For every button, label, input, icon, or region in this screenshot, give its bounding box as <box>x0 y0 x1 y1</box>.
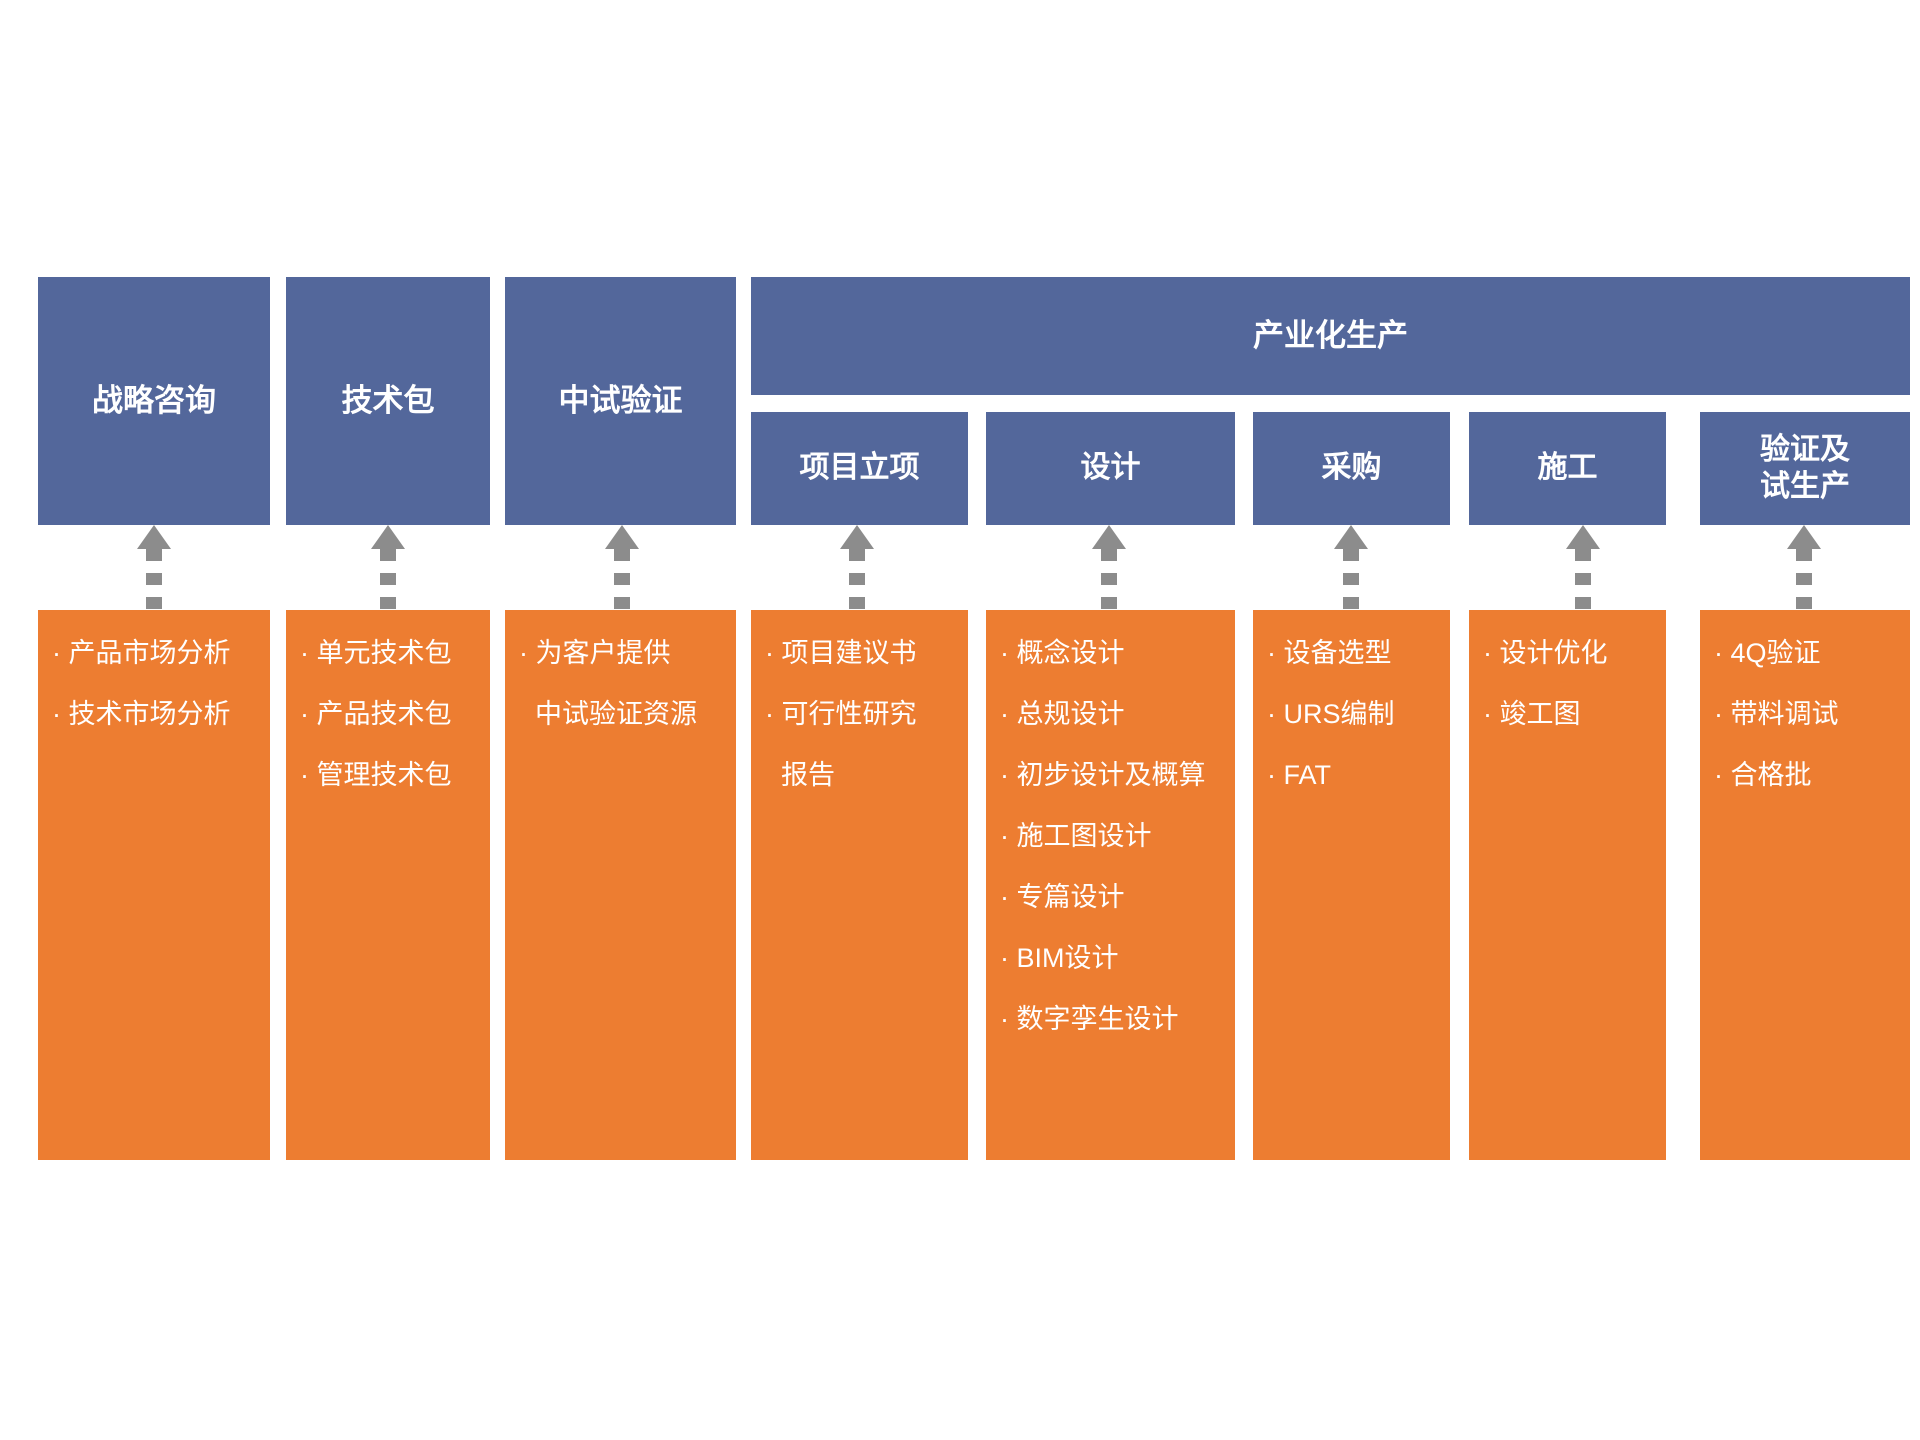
stage-header-strategy[interactable]: 战略咨询 <box>38 277 270 525</box>
list-item: · 初步设计及概算 <box>1000 760 1206 790</box>
list-item: · 概念设计 <box>1000 638 1125 668</box>
arrow-head-icon <box>1092 525 1126 549</box>
list-item: · 可行性研究 <box>765 699 917 729</box>
content-list: · 概念设计 · 总规设计 · 初步设计及概算 · 施工图设计 · 专篇设计 ·… <box>986 640 1235 1033</box>
content-column-strategy[interactable]: · 产品市场分析 · 技术市场分析 <box>38 610 270 1160</box>
arrow-head-icon <box>1334 525 1368 549</box>
sub-header-validation-trial-production[interactable]: 验证及 试生产 <box>1700 412 1910 525</box>
list-item: · 合格批 <box>1714 760 1812 790</box>
list-item: · 竣工图 <box>1483 699 1581 729</box>
arrow-head-icon <box>1566 525 1600 549</box>
sub-header-label: 采购 <box>1321 451 1382 485</box>
content-column-validation-trial-production[interactable]: · 4Q验证 · 带料调试 · 合格批 <box>1700 610 1910 1160</box>
content-column-pilot-verification[interactable]: · 为客户提供 中试验证资源 <box>505 610 736 1160</box>
content-column-procurement[interactable]: · 设备选型 · URS编制 · FAT <box>1253 610 1450 1160</box>
stage-header-label: 技术包 <box>341 383 435 419</box>
banner-label: 产业化生产 <box>1253 318 1408 354</box>
list-item: · 施工图设计 <box>1000 821 1152 851</box>
list-item: · 为客户提供 <box>519 638 671 668</box>
sub-header-label: 项目立项 <box>799 451 920 485</box>
list-item: 中试验证资源 <box>535 699 697 729</box>
content-list: · 单元技术包 · 产品技术包 · 管理技术包 <box>286 640 490 789</box>
list-item: · 管理技术包 <box>300 760 452 790</box>
list-item: · 项目建议书 <box>765 638 917 668</box>
content-list: · 设备选型 · URS编制 · FAT <box>1253 640 1450 789</box>
stage-header-tech-package[interactable]: 技术包 <box>286 277 490 525</box>
list-item: · 带料调试 <box>1714 699 1839 729</box>
sub-header-construction[interactable]: 施工 <box>1469 412 1666 525</box>
arrow-head-icon <box>840 525 874 549</box>
list-item: · 单元技术包 <box>300 638 452 668</box>
list-item: · 数字孪生设计 <box>1000 1004 1179 1034</box>
content-list: · 4Q验证 · 带料调试 · 合格批 <box>1700 640 1910 789</box>
list-item: · 产品市场分析 <box>52 638 231 668</box>
sub-header-procurement[interactable]: 采购 <box>1253 412 1450 525</box>
arrow-head-icon <box>1787 525 1821 549</box>
stage-header-label: 战略咨询 <box>92 383 216 419</box>
sub-header-label-line2: 试生产 <box>1760 469 1850 503</box>
sub-header-design[interactable]: 设计 <box>986 412 1235 525</box>
stage-header-label: 中试验证 <box>558 383 683 419</box>
list-item: 报告 <box>781 760 835 790</box>
list-item: · 专篇设计 <box>1000 882 1125 912</box>
content-column-project-initiation[interactable]: · 项目建议书 · 可行性研究 报告 <box>751 610 968 1160</box>
content-list: · 项目建议书 · 可行性研究 报告 <box>751 640 968 789</box>
list-item: · BIM设计 <box>1000 943 1119 973</box>
list-item: · 设计优化 <box>1483 638 1608 668</box>
list-item: · 技术市场分析 <box>52 699 231 729</box>
content-list: · 产品市场分析 · 技术市场分析 <box>38 640 270 728</box>
sub-header-label-line1: 验证及 <box>1760 432 1850 466</box>
content-column-construction[interactable]: · 设计优化 · 竣工图 <box>1469 610 1666 1160</box>
content-column-tech-package[interactable]: · 单元技术包 · 产品技术包 · 管理技术包 <box>286 610 490 1160</box>
list-item: · 设备选型 <box>1267 638 1392 668</box>
list-item: · 总规设计 <box>1000 699 1125 729</box>
list-item: · 4Q验证 <box>1714 638 1821 668</box>
content-column-design[interactable]: · 概念设计 · 总规设计 · 初步设计及概算 · 施工图设计 · 专篇设计 ·… <box>986 610 1235 1160</box>
stage-header-pilot-verification[interactable]: 中试验证 <box>505 277 736 525</box>
content-list: · 为客户提供 中试验证资源 <box>505 640 736 728</box>
sub-header-label: 施工 <box>1537 451 1598 485</box>
banner-industrial-production[interactable]: 产业化生产 <box>751 277 1910 395</box>
list-item: · URS编制 <box>1267 699 1395 729</box>
sub-header-label: 设计 <box>1080 451 1141 485</box>
sub-header-project-initiation[interactable]: 项目立项 <box>751 412 968 525</box>
arrow-head-icon <box>137 525 171 549</box>
list-item: · 产品技术包 <box>300 699 452 729</box>
list-item: · FAT <box>1267 760 1331 790</box>
content-list: · 设计优化 · 竣工图 <box>1469 640 1666 728</box>
arrow-head-icon <box>371 525 405 549</box>
arrow-head-icon <box>605 525 639 549</box>
